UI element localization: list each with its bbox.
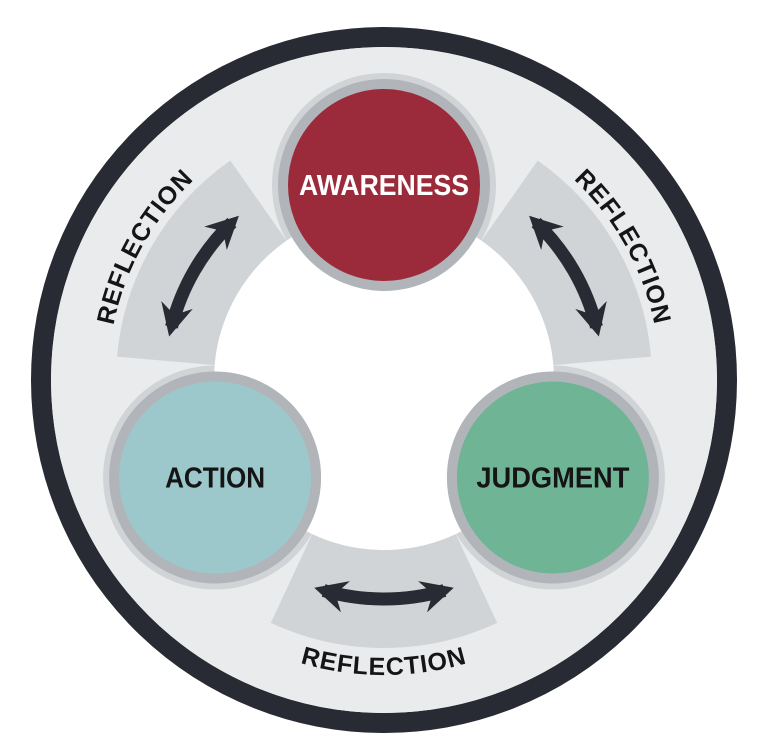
node-judgment: JUDGMENT <box>446 371 659 584</box>
node-judgment-circle <box>446 371 659 584</box>
double-arrow-action-awareness-icon <box>161 215 239 337</box>
node-action-circle <box>109 371 322 584</box>
cycle-arrows <box>161 215 607 613</box>
double-arrow-judgment-action-icon <box>314 581 454 613</box>
double-arrow-awareness-judgment-icon <box>529 215 607 337</box>
node-awareness: AWARENESS <box>278 79 490 291</box>
node-action-label: ACTION <box>165 463 265 495</box>
outer-ring <box>31 27 737 733</box>
node-judgment-label: JUDGMENT <box>476 463 629 495</box>
node-action: ACTION <box>109 371 322 584</box>
node-awareness-circle <box>278 79 490 291</box>
node-awareness-label: AWARENESS <box>299 170 469 202</box>
